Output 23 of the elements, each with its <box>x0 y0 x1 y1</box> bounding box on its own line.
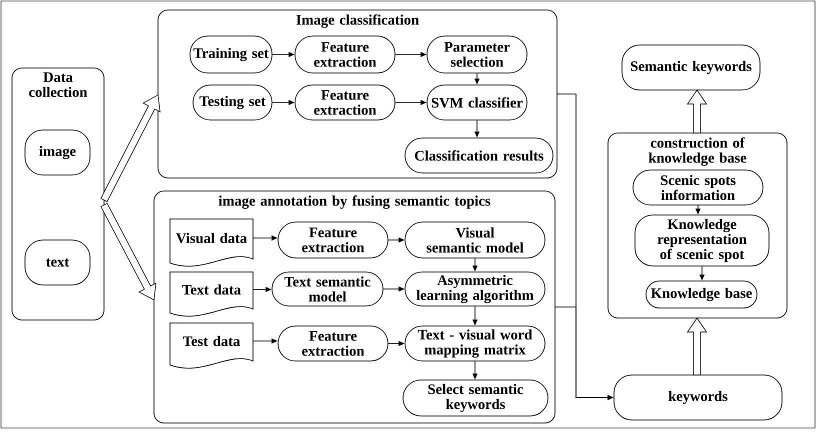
process-box: Semantic keywords <box>622 44 760 90</box>
process-box: text <box>24 240 90 286</box>
process-box: keywords <box>614 374 782 420</box>
process-box: Knowledge representation of scenic spot <box>634 214 770 266</box>
process-box: Text - visual word mapping matrix <box>404 326 546 362</box>
process-box: Feature extraction <box>278 326 388 362</box>
process-box: image <box>24 130 90 176</box>
block-arrow <box>686 317 708 376</box>
process-box: Visual semantic model <box>404 222 546 258</box>
process-box: Classification results <box>404 138 554 174</box>
block-arrow <box>686 89 708 134</box>
process-box: Asymmetric learning algorithm <box>404 272 546 306</box>
process-box: Feature extraction <box>278 222 388 258</box>
process-box: Select semantic keywords <box>402 380 548 416</box>
process-box: Training set <box>190 36 272 74</box>
process-box: Feature extraction <box>294 84 396 120</box>
process-box: SVM classifier <box>426 84 528 120</box>
process-box: Knowledge base <box>646 280 758 308</box>
process-box: Testing set <box>192 84 272 120</box>
process-box: Scenic spots information <box>632 170 764 206</box>
process-box: Parameter selection <box>426 36 528 74</box>
process-box: Feature extraction <box>294 36 396 74</box>
process-box: Text semantic model <box>272 272 384 306</box>
